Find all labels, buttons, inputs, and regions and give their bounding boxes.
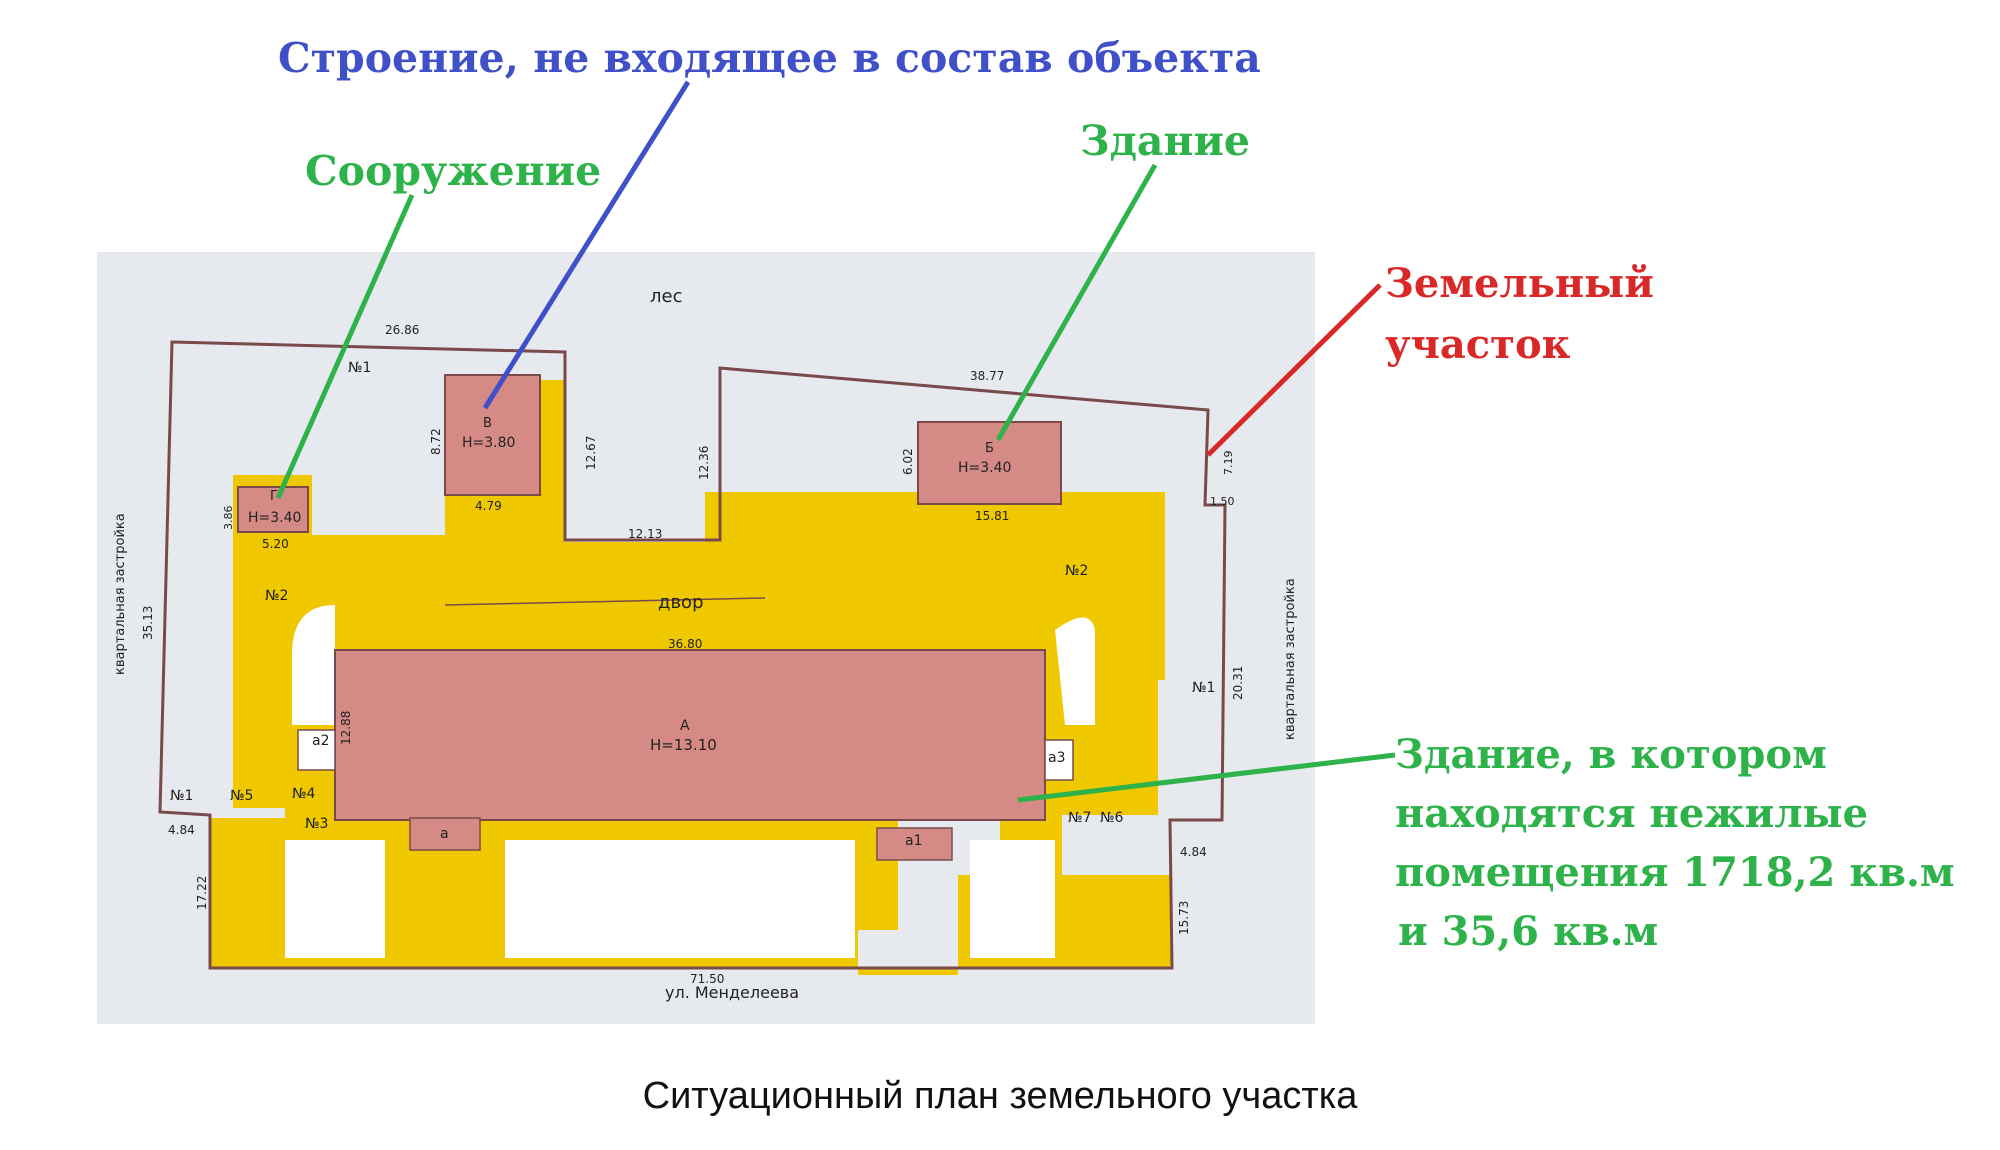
dim-top-left: 26.86 (385, 323, 419, 337)
label-n2-right: №2 (1065, 563, 1088, 579)
label-dvor: двор (658, 592, 704, 613)
annotation-land-plot-line1: Земельный (1385, 260, 1654, 307)
annotation-structure-not-in-object: Строение, не входящее в состав объекта (278, 34, 1261, 82)
label-n7: №7 (1068, 810, 1091, 826)
porch-a3 (1044, 739, 1074, 781)
label-n1-bottom: №1 (170, 788, 193, 804)
label-bldg-a-h: Н=13.10 (650, 736, 717, 754)
dim-b-h: 6.02 (901, 448, 915, 475)
leader-building (995, 163, 1158, 442)
dim-br: 4.84 (1180, 845, 1207, 859)
front-yard-left-white (285, 840, 385, 958)
dim-g-w: 5.20 (262, 537, 289, 551)
front-yard-mid-white (505, 840, 855, 958)
building-v (444, 374, 541, 496)
building-b (917, 421, 1062, 505)
label-n1-right: №1 (1192, 680, 1215, 696)
leader-structure (482, 80, 691, 410)
building-a (334, 649, 1046, 821)
label-side-left: квартальная застройка (113, 513, 128, 675)
porch-a2 (297, 729, 336, 771)
annotation-main-line2: находятся нежилые (1395, 790, 1868, 837)
label-a1: а1 (905, 833, 923, 849)
label-bldg-b: Б (985, 441, 994, 456)
dim-right: 20.31 (1231, 666, 1245, 700)
dim-left: 35.13 (141, 606, 155, 640)
clearing-right (1055, 617, 1095, 725)
label-bldg-a: А (680, 718, 690, 734)
dim-v1: 12.67 (584, 436, 598, 470)
land-plot-boundary (158, 340, 1227, 970)
annotation-main-line1: Здание, в котором (1395, 731, 1827, 778)
dim-a-top: 36.80 (668, 637, 702, 651)
porch-a (409, 817, 481, 851)
label-street: ул. Менделеева (665, 983, 799, 1002)
dim-b-w: 15.81 (975, 509, 1009, 523)
label-bldg-g: Г (270, 489, 278, 504)
label-les: лес (650, 286, 682, 307)
annotation-construction: Сооружение (305, 147, 601, 195)
porch-a1 (876, 827, 953, 861)
annotation-building: Здание (1080, 117, 1250, 165)
dim-mid: 12.13 (628, 527, 662, 541)
dim-g-h: 3.86 (222, 506, 235, 531)
annotation-main-line3: помещения 1718,2 кв.м (1395, 849, 1955, 896)
dim-top-right: 38.77 (970, 369, 1004, 383)
dim-r-small: 1.50 (1210, 495, 1235, 508)
dim-bottom: 71.50 (690, 972, 724, 986)
label-a2: а2 (312, 733, 330, 749)
label-a3: а3 (1048, 750, 1066, 766)
front-yard-right-white (970, 840, 1055, 958)
annotation-land-plot-line2: участок (1385, 321, 1571, 368)
dim-bl: 4.84 (168, 823, 195, 837)
dim-bottom-left: 17.22 (195, 876, 209, 910)
annotation-main-line4: и 35,6 кв.м (1398, 908, 1658, 955)
leader-land-plot (1206, 283, 1382, 457)
label-a: а (440, 826, 449, 842)
dim-bottom-right: 15.73 (1177, 901, 1191, 935)
dim-v-w: 4.79 (475, 499, 502, 513)
label-bldg-v: В (483, 416, 492, 431)
label-bldg-b-h: Н=3.40 (958, 460, 1011, 476)
label-n5: №5 (230, 788, 253, 804)
leader-main-building (1017, 752, 1396, 803)
label-bldg-v-h: Н=3.80 (462, 435, 515, 451)
leader-construction (275, 193, 415, 500)
dim-a-side: 12.88 (339, 711, 353, 745)
label-n4: №4 (292, 786, 316, 802)
label-n6: №6 (1100, 810, 1124, 826)
yard-arc (444, 597, 766, 606)
label-n2-left: №2 (265, 588, 288, 604)
dim-v2: 12.36 (697, 446, 711, 480)
label-n3: №3 (305, 816, 328, 832)
label-side-right: квартальная застройка (1283, 578, 1298, 740)
building-g (237, 486, 309, 533)
label-bldg-g-h: Н=3.40 (248, 510, 301, 526)
label-n1-top: №1 (348, 360, 371, 376)
diagram-caption: Ситуационный план земельного участка (642, 1075, 1358, 1117)
dim-v-h: 8.72 (429, 428, 443, 455)
clearing-left (292, 605, 335, 725)
dim-r-top: 7.19 (1222, 451, 1235, 476)
